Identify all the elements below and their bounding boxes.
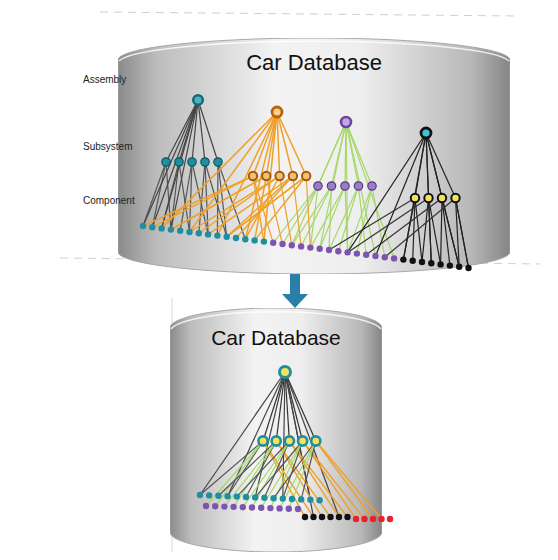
database-cylinder: Car Database: [170, 308, 382, 552]
flow-arrow: [282, 274, 308, 308]
level-label: Subsystem: [83, 141, 132, 152]
database-cylinder: Car Database: [118, 38, 510, 274]
level-label: Assembly: [83, 74, 126, 85]
arrow-head: [282, 294, 308, 308]
tree-dot: [387, 516, 393, 522]
level-label: Component: [83, 195, 135, 206]
arrow-shaft: [290, 274, 300, 294]
cylinder-body: [118, 38, 510, 274]
database-title: Car Database: [170, 326, 382, 350]
guide-line: [100, 12, 520, 16]
database-title: Car Database: [118, 50, 510, 76]
cylinder-body: [170, 308, 382, 552]
